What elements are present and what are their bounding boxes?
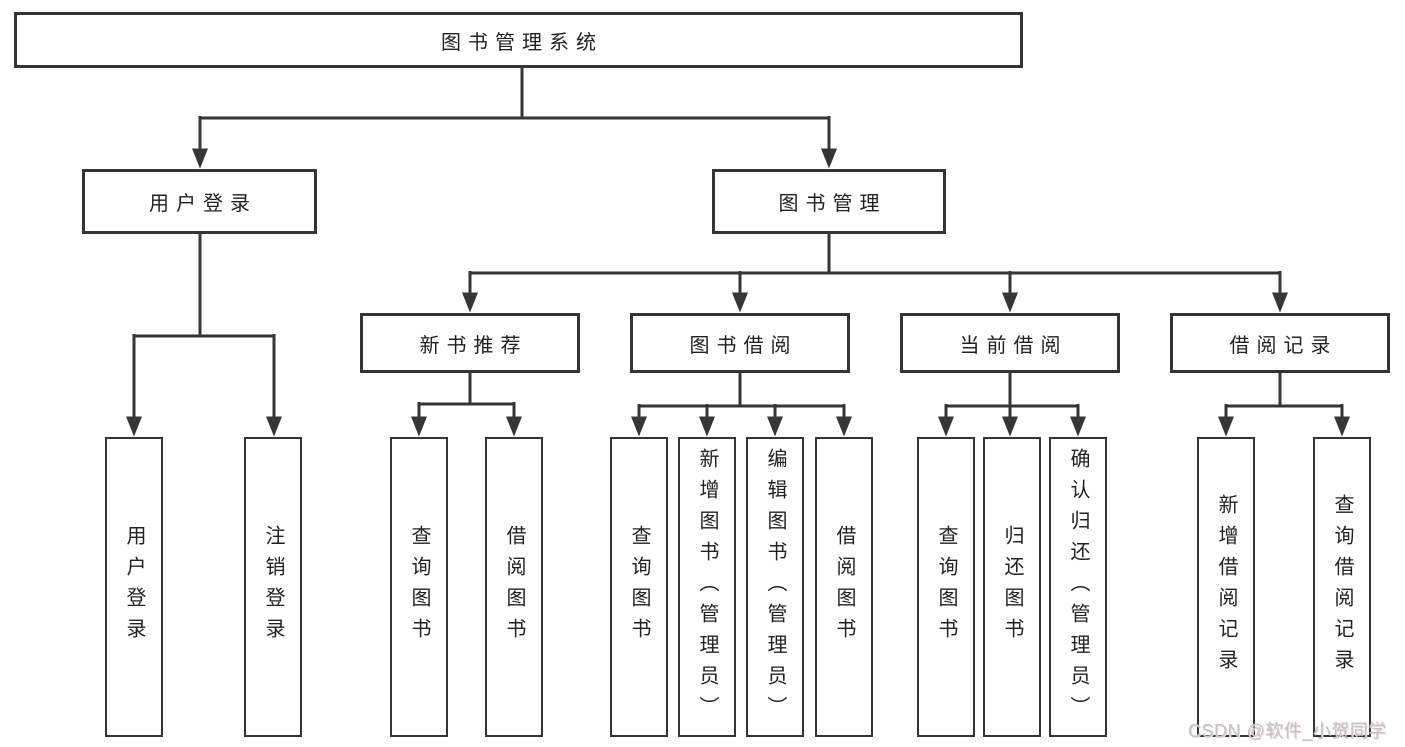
leaf-query-books-1: 查询图书	[390, 437, 448, 737]
leaf-edit-books-admin: 编辑图书（管理员）	[746, 437, 804, 737]
leaf-label: 查询图书	[628, 525, 650, 649]
csdn-watermark: CSDN @软件_小贺同学	[1188, 721, 1387, 741]
leaf-label: 新增图书（管理员）	[696, 447, 718, 727]
leaf-label: 编辑图书（管理员）	[764, 447, 786, 727]
arrow-icon	[732, 292, 748, 313]
leaf-label: 注销登录	[262, 525, 284, 649]
arrow-icon	[631, 416, 647, 437]
node-book-borrow: 图书借阅	[630, 313, 850, 373]
arrow-icon	[938, 416, 954, 437]
arrow-icon	[1070, 416, 1086, 437]
arrow-icon	[462, 292, 478, 313]
node-label: 图书管理	[778, 193, 887, 215]
leaf-label: 查询借阅记录	[1331, 494, 1353, 680]
arrow-icon	[1218, 416, 1234, 437]
arrow-icon	[699, 416, 715, 437]
node-borrow-records: 借阅记录	[1170, 313, 1390, 373]
connector-root-to-level2	[198, 68, 831, 150]
arrow-icon	[506, 416, 522, 437]
connector-records-to-leaves	[1224, 373, 1344, 418]
leaf-label: 借阅图书	[833, 525, 855, 649]
connector-newbooks-to-leaves	[417, 373, 516, 418]
arrow-icon	[411, 416, 427, 437]
leaf-query-books-3: 查询图书	[917, 437, 975, 737]
arrow-icon	[126, 416, 142, 437]
connector-borrow-to-leaves	[637, 373, 846, 418]
node-library-management-system: 图书管理系统	[14, 12, 1023, 68]
leaf-label: 查询图书	[935, 525, 957, 649]
node-label: 新书推荐	[419, 334, 528, 357]
arrow-icon	[767, 416, 783, 437]
node-current-borrow: 当前借阅	[900, 313, 1120, 373]
node-label: 用户登录	[149, 193, 257, 215]
node-label: 图书借阅	[689, 334, 798, 357]
leaf-label: 借阅图书	[503, 525, 525, 649]
arrow-icon	[1002, 292, 1018, 313]
arrow-icon	[836, 416, 852, 437]
leaf-label: 新增借阅记录	[1215, 494, 1237, 680]
leaf-label: 查询图书	[408, 525, 430, 649]
arrow-icon	[1334, 416, 1350, 437]
arrow-icon	[266, 416, 282, 437]
node-book-management: 图书管理	[712, 169, 946, 234]
leaf-confirm-return-admin: 确认归还（管理员）	[1049, 437, 1107, 737]
node-label: 借阅记录	[1229, 334, 1338, 357]
leaf-label: 确认归还（管理员）	[1067, 447, 1089, 727]
leaf-add-borrow-record: 新增借阅记录	[1197, 437, 1255, 737]
node-label: 当前借阅	[959, 334, 1068, 357]
leaf-return-books: 归还图书	[983, 437, 1041, 737]
node-new-book-recommend: 新书推荐	[360, 313, 580, 373]
leaf-borrow-books-1: 借阅图书	[485, 437, 543, 737]
leaf-add-books-admin: 新增图书（管理员）	[678, 437, 736, 737]
leaf-label: 归还图书	[1001, 525, 1023, 649]
leaf-logout: 注销登录	[244, 437, 302, 737]
connector-bookmgmt-to-level3	[468, 234, 1282, 294]
arrow-icon	[192, 148, 208, 169]
leaf-query-borrow-record: 查询借阅记录	[1313, 437, 1371, 737]
connector-current-to-leaves	[944, 373, 1080, 418]
leaf-user-login: 用户登录	[105, 437, 163, 737]
leaf-query-books-2: 查询图书	[610, 437, 668, 737]
leaf-borrow-books-2: 借阅图书	[815, 437, 873, 737]
leaf-label: 用户登录	[123, 525, 145, 649]
arrow-icon	[1272, 292, 1288, 313]
arrow-icon	[821, 148, 837, 169]
node-user-login: 用户登录	[82, 169, 317, 234]
connector-userlogin-to-leaves	[132, 234, 276, 418]
arrow-icon	[1002, 416, 1018, 437]
node-label: 图书管理系统	[441, 31, 603, 54]
